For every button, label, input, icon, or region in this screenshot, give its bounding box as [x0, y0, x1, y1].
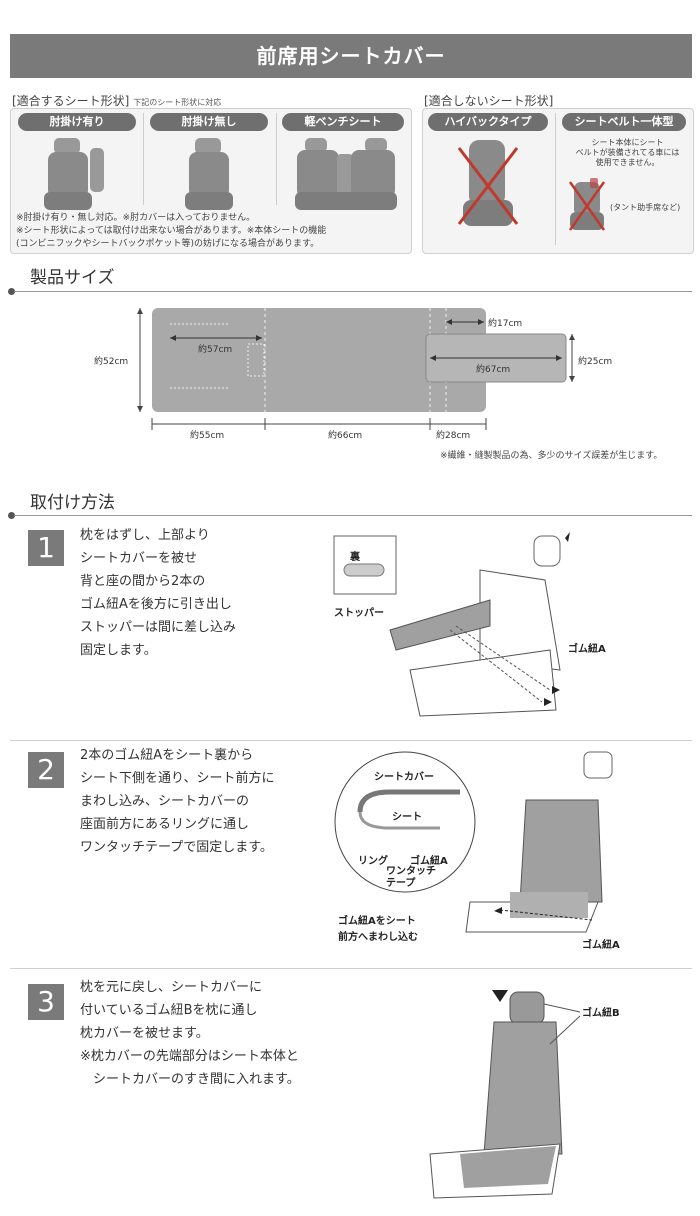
size-diagram [137, 308, 575, 430]
step-1-number: 1 [28, 530, 64, 566]
compatible-notes: ※肘掛け有り・無し対応。※肘カバーは入っておりません。 ※シート形状によっては取… [16, 213, 327, 249]
install-section-title: 取付け方法 [30, 493, 115, 513]
divider [555, 113, 556, 245]
dim-height-25: 約25cm [578, 357, 613, 367]
step-1-label-stopper: ストッパー [334, 608, 384, 619]
type-armrest: 肘掛け有り [18, 113, 136, 131]
type-bench: 軽ベンチシート [282, 113, 404, 131]
step-2-label-seat: シート [392, 812, 422, 823]
seat-armrest-icon [44, 138, 104, 210]
step-1-text: 枕をはずし、上部より シートカバーを被せ 背と座の間から2本の ゴム紐Aを後方に… [80, 528, 237, 658]
highback-seat-icon [457, 140, 519, 226]
size-section-title: 製品サイズ [30, 268, 115, 288]
step-2-text: 2本のゴム紐Aをシート裏から シート下側を通り、シート前方に まわし込み、シート… [80, 748, 275, 855]
step-1-label-rubber-a: ゴム紐A [568, 644, 606, 655]
integrated-belt-desc: シート本体にシート ベルトが装備されてる車には 使用できません。 [575, 138, 680, 167]
step-3-number: 3 [28, 984, 64, 1020]
divider [276, 113, 277, 205]
step-3-text: 枕を元に戻し、シートカバーに 付いているゴム紐Bを枕に通し 枕カバーを被せます。… [80, 980, 300, 1087]
dim-width-17: 約17cm [488, 319, 523, 329]
dim-seg-66: 約66cm [328, 431, 363, 441]
page-title: 前席用シートカバー [256, 44, 446, 68]
incompatible-example: (タント助手席など) [610, 203, 681, 212]
dim-width-67: 約67cm [476, 365, 511, 375]
seat-no-armrest-icon [185, 138, 233, 210]
step-2-label-rubber-a: ゴム紐A [410, 856, 448, 867]
bench-seat-icon [295, 138, 397, 210]
integrated-belt-seat-icon [568, 178, 606, 231]
divider [143, 113, 144, 205]
section-bullet [8, 288, 15, 295]
type-no-armrest: 肘掛け無し [150, 113, 268, 131]
step-2-label-velcro: ワンタッチ テープ [386, 866, 436, 889]
step-divider [10, 740, 692, 741]
incompatible-heading: [適合しないシート形状] [424, 94, 554, 108]
compatible-subnote: 下記のシート形状に対応 [133, 98, 222, 107]
dim-height-main: 約52cm [94, 357, 129, 367]
type-integrated-belt: シートベルト一体型 [562, 113, 686, 131]
dim-width-57: 約57cm [198, 345, 233, 355]
dim-seg-55: 約55cm [190, 431, 225, 441]
page-title-bar: 前席用シートカバー [10, 34, 692, 78]
size-note: ※繊維・縫製製品の為、多少のサイズ誤差が生じます。 [440, 451, 663, 461]
type-highback: ハイバックタイプ [428, 113, 548, 131]
step-2-number: 2 [28, 752, 64, 788]
incompatible-panel [422, 108, 694, 254]
step-divider [10, 968, 692, 969]
step-1-label-back: 裏 [350, 552, 360, 563]
compatible-heading: [適合するシート形状] 下記のシート形状に対応 [12, 94, 222, 108]
step-2-illustration [334, 751, 613, 933]
section-rule [14, 515, 692, 516]
step-2-label-seat-cover: シートカバー [374, 772, 434, 783]
section-rule [14, 291, 692, 292]
step-1-illustration [333, 532, 570, 717]
step-2-label-rubber-a2: ゴム紐A [582, 940, 620, 951]
section-bullet [8, 512, 15, 519]
step-3-illustration [429, 990, 581, 1199]
step-2-label-wrap: ゴム紐Aをシート 前方へまわし込む [338, 916, 418, 943]
dim-seg-28: 約28cm [436, 431, 471, 441]
step-2-label-ring: リング [358, 856, 388, 867]
step-3-label-rubber-b: ゴム紐B [582, 1008, 620, 1019]
